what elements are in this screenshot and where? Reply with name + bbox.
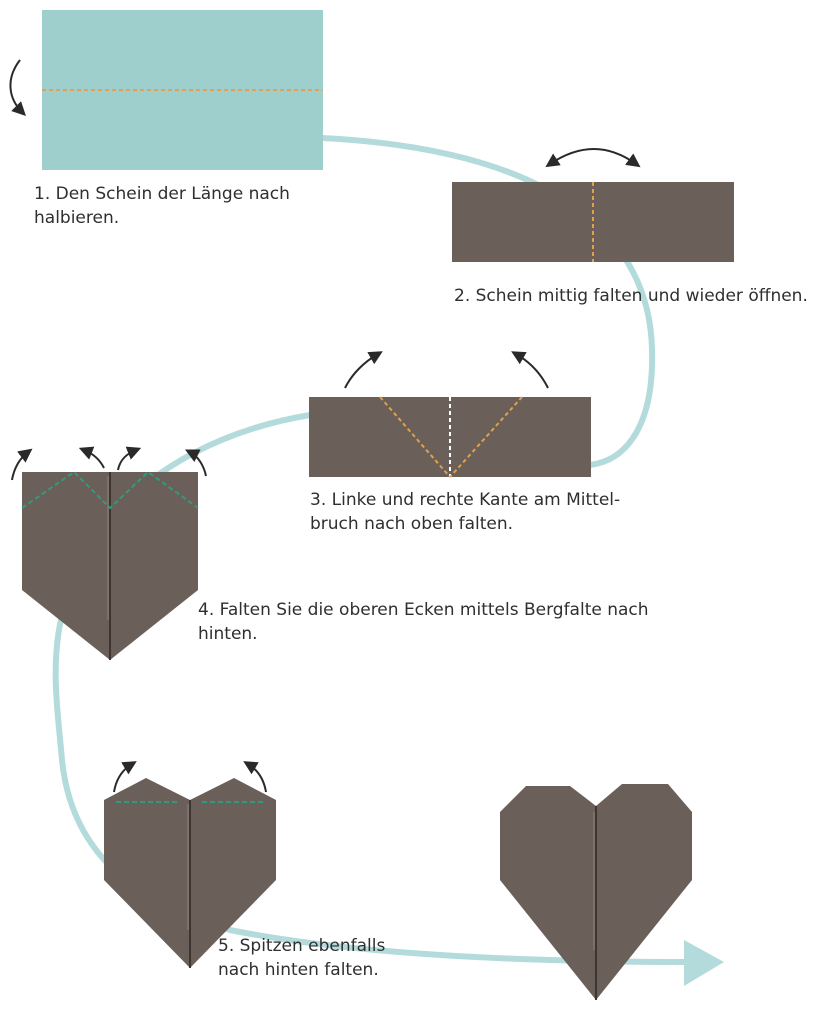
fold-arrow-icon xyxy=(184,449,207,477)
step-1-label: 1. Den Schein der Länge nach halbieren. xyxy=(34,184,290,228)
fold-arrow-icon xyxy=(511,351,549,389)
final-heart xyxy=(500,784,692,1000)
fold-arrow-icon xyxy=(344,351,383,389)
step-3-label: 3. Linke und rechte Kante am Mittel- bru… xyxy=(310,490,621,534)
fold-arrow-icon xyxy=(113,761,137,793)
fold-arrow-icon xyxy=(11,448,33,481)
flow-line xyxy=(319,135,656,468)
step1-banknote xyxy=(42,10,323,170)
step-4-label: 4. Falten Sie die oberen Ecken mittels B… xyxy=(198,600,649,644)
step5-shape xyxy=(104,778,276,968)
fold-arrow-icon xyxy=(78,446,105,469)
fold-arrow-icon xyxy=(9,59,26,116)
flow-arrowhead-icon xyxy=(684,940,724,986)
step-2-label: 2. Schein mittig falten und wieder öffne… xyxy=(454,286,808,306)
step-5-label: 5. Spitzen ebenfalls nach hinten falten. xyxy=(218,936,386,980)
step3-strip xyxy=(309,396,591,478)
mountain-fold-line xyxy=(21,470,199,510)
fold-arrow-icon xyxy=(545,148,641,168)
step4-shape xyxy=(21,470,199,660)
fold-arrow-icon xyxy=(243,761,267,793)
valley-fold-line xyxy=(379,396,451,478)
fold-arrow-icon xyxy=(117,446,142,471)
step2-strip xyxy=(452,182,734,262)
valley-fold-line xyxy=(449,396,523,478)
